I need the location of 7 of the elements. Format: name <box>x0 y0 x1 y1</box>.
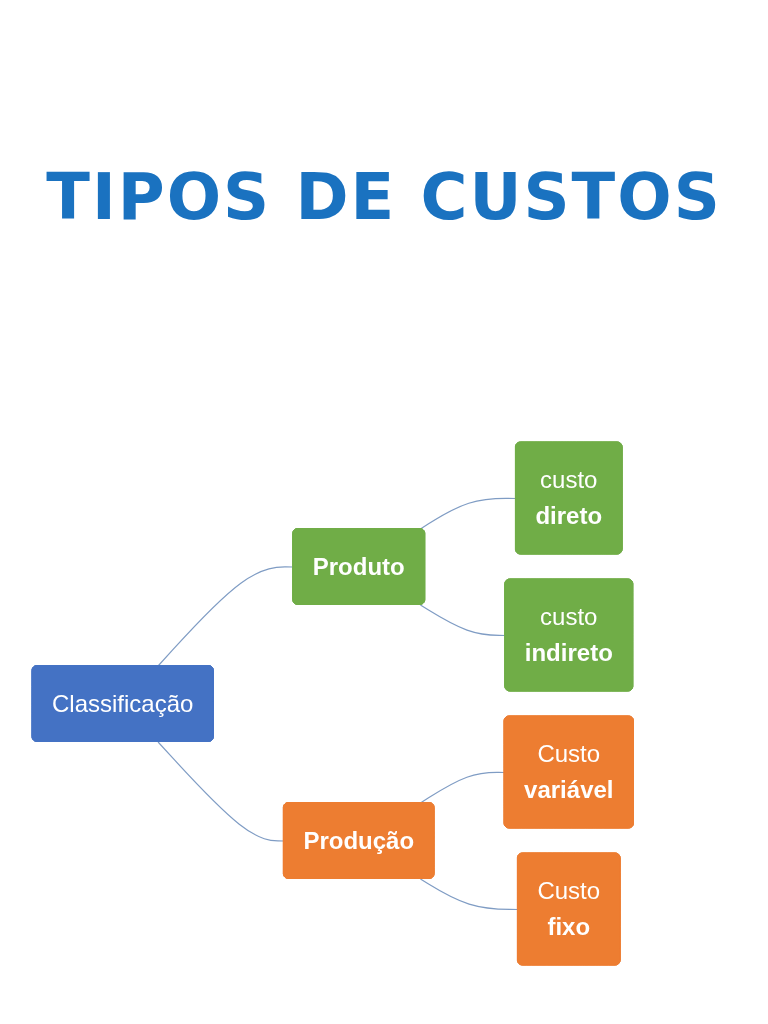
connector <box>157 566 294 667</box>
connector <box>419 771 506 804</box>
connector <box>419 878 519 911</box>
title: TIPOS DE CUSTOS <box>45 160 723 234</box>
connector <box>419 497 517 530</box>
connector <box>157 741 285 842</box>
connector <box>419 604 506 637</box>
